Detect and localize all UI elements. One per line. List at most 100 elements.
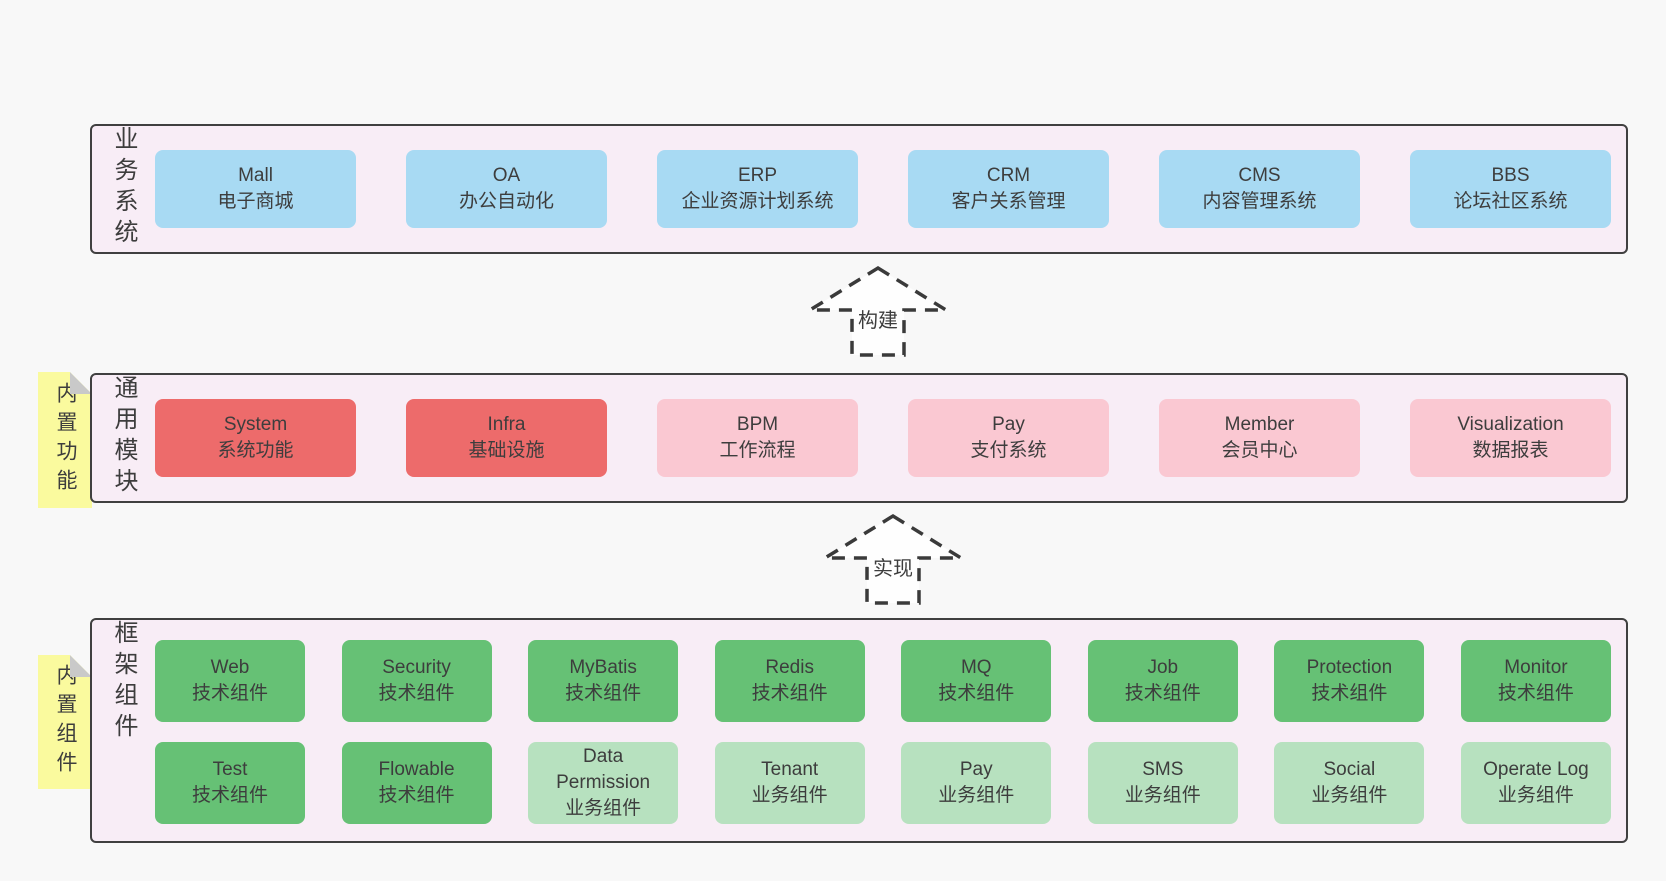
business-boxes-row: Mall 电子商城 OA 办公自动化 ERP 企业资源计划系统 CRM 客户关系管理 CMS 内容…	[155, 150, 1611, 228]
box-protection: Protection 技术组件	[1274, 640, 1425, 722]
box-title: MyBatis	[569, 657, 637, 678]
box-subtitle: 技术组件	[565, 683, 642, 704]
note-label: 内置功能	[54, 382, 77, 498]
box-title: SMS	[1142, 759, 1184, 780]
box-subtitle: 会员中心	[1221, 440, 1298, 461]
box-title: Security	[382, 657, 451, 678]
box-mq: MQ 技术组件	[901, 640, 1052, 722]
box-visualization: Visualization 数据报表	[1410, 399, 1611, 477]
box-title: Mall	[238, 165, 273, 186]
note-fold-icon	[70, 372, 92, 394]
box-subtitle: 数据报表	[1472, 440, 1549, 461]
box-bbs: BBS 论坛社区系统	[1410, 150, 1611, 228]
box-subtitle: 支付系统	[970, 440, 1047, 461]
box-subtitle: 内容管理系统	[1202, 191, 1317, 212]
section-title-components: 框架组件	[110, 620, 137, 744]
box-title: OA	[492, 165, 521, 186]
box-title: Protection	[1306, 657, 1393, 678]
box-web: Web 技术组件	[155, 640, 305, 722]
box-title: Redis	[765, 657, 814, 678]
box-title: MQ	[960, 657, 992, 678]
box-subtitle: 技术组件	[1311, 683, 1388, 704]
box-member: Member 会员中心	[1159, 399, 1360, 477]
box-subtitle: 论坛社区系统	[1453, 191, 1568, 212]
box-subtitle: 业务组件	[1497, 785, 1574, 806]
box-mybatis: MyBatis 技术组件	[528, 640, 679, 722]
box-subtitle: 业务组件	[1311, 785, 1388, 806]
box-subtitle: 客户关系管理	[951, 191, 1066, 212]
box-redis: Redis 技术组件	[714, 640, 865, 722]
box-erp: ERP 企业资源计划系统	[657, 150, 858, 228]
box-title: Social	[1323, 759, 1376, 780]
box-subtitle: 业务组件	[751, 785, 828, 806]
box-sms: SMS 业务组件	[1087, 742, 1238, 824]
box-title: System	[223, 414, 288, 435]
sticky-note-builtin-components: 内置组件	[38, 655, 92, 789]
box-subtitle: 电子商城	[217, 191, 294, 212]
components-row-biz: Test 技术组件 Flowable 技术组件 Data Permission 业务组件 T…	[155, 742, 1611, 824]
box-subtitle: 业务组件	[938, 785, 1015, 806]
box-subtitle: 业务组件	[1124, 785, 1201, 806]
box-title: Flowable	[378, 759, 455, 780]
box-subtitle: 技术组件	[191, 683, 268, 704]
box-title: Tenant	[761, 759, 819, 780]
box-title: Pay	[959, 759, 993, 780]
box-data-permission: Data Permission 业务组件	[528, 742, 679, 824]
box-title: ERP	[737, 165, 778, 186]
box-job: Job 技术组件	[1087, 640, 1238, 722]
box-subtitle: 技术组件	[1497, 683, 1574, 704]
build-arrow: 构建	[803, 264, 953, 358]
box-subtitle: 技术组件	[751, 683, 828, 704]
business-systems-section: 业务系统 Mall 电子商城 OA 办公自动化 ERP 企业资源计划系统 CRM 客户关系管理…	[90, 124, 1628, 254]
section-title-business: 业务系统	[110, 126, 137, 250]
box-subtitle: 业务组件	[565, 798, 642, 819]
box-title: CRM	[986, 165, 1031, 186]
box-title: BBS	[1491, 165, 1530, 186]
box-test: Test 技术组件	[155, 742, 305, 824]
box-subtitle: 技术组件	[378, 683, 455, 704]
box-infra: Infra 基础设施	[406, 399, 607, 477]
box-oa: OA 办公自动化	[406, 150, 607, 228]
box-title: Infra	[487, 414, 526, 435]
box-title: Member	[1224, 414, 1295, 435]
box-subtitle: 技术组件	[1124, 683, 1201, 704]
box-title: Job	[1147, 657, 1179, 678]
box-flowable: Flowable 技术组件	[341, 742, 492, 824]
box-pay: Pay 支付系统	[908, 399, 1109, 477]
box-title: Pay	[992, 414, 1025, 435]
box-title: Test	[212, 759, 248, 780]
build-arrow-label: 构建	[855, 304, 901, 333]
box-subtitle: 办公自动化	[458, 191, 554, 212]
box-subtitle: 技术组件	[191, 785, 268, 806]
sticky-note-builtin-features: 内置功能	[38, 372, 92, 508]
box-title: Monitor	[1504, 657, 1568, 678]
box-pay: Pay 业务组件	[901, 742, 1052, 824]
box-title: Web	[210, 657, 250, 678]
box-title: CMS	[1238, 165, 1281, 186]
implement-arrow-label: 实现	[870, 552, 916, 581]
box-title: Visualization	[1457, 414, 1564, 435]
box-subtitle: 技术组件	[378, 785, 455, 806]
box-crm: CRM 客户关系管理	[908, 150, 1109, 228]
box-subtitle: 技术组件	[938, 683, 1015, 704]
box-subtitle: 基础设施	[468, 440, 545, 461]
note-label: 内置组件	[54, 664, 77, 780]
box-title: Data Permission	[556, 746, 651, 793]
box-security: Security 技术组件	[341, 640, 492, 722]
box-cms: CMS 内容管理系统	[1159, 150, 1360, 228]
implement-arrow: 实现	[818, 512, 968, 606]
box-subtitle: 企业资源计划系统	[681, 191, 834, 212]
box-title: BPM	[736, 414, 779, 435]
note-fold-icon	[70, 655, 92, 677]
box-monitor: Monitor 技术组件	[1460, 640, 1611, 722]
box-mall: Mall 电子商城	[155, 150, 356, 228]
section-title-modules: 通用模块	[110, 375, 137, 499]
